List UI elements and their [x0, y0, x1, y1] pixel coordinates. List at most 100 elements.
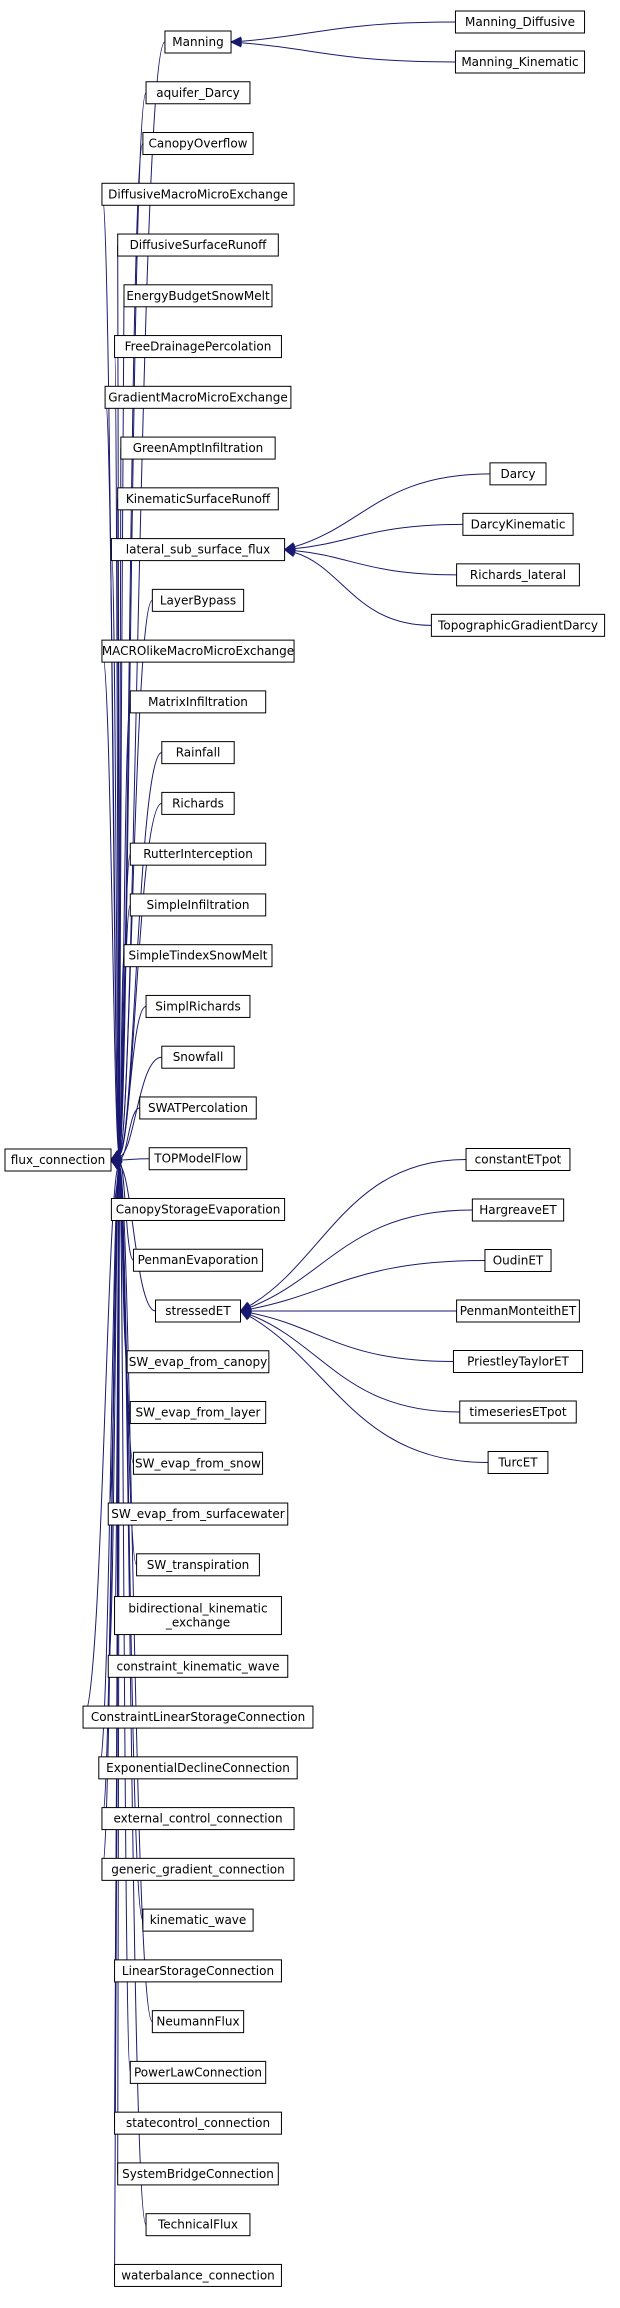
class-node-topmodelflow[interactable]: TOPModelFlow [148, 1147, 248, 1171]
class-node-matrixinfiltration[interactable]: MatrixInfiltration [129, 690, 267, 714]
class-node-layerbypass[interactable]: LayerBypass [151, 588, 245, 612]
class-node-simpletindexsnowmelt[interactable]: SimpleTindexSnowMelt [123, 944, 273, 968]
class-node-statecontrol-connection[interactable]: statecontrol_connection [114, 2111, 282, 2135]
class-box-exponentialdeclineconnection[interactable] [98, 1756, 298, 1780]
class-node-topographicgradientdarcy[interactable]: TopographicGradientDarcy [430, 613, 606, 637]
class-box-constraint-kinematic-wave[interactable] [107, 1654, 289, 1678]
class-node-bidirectional-kinematic-exchange[interactable]: bidirectional_kinematic_exchange [114, 1596, 282, 1636]
class-box-sw-transpiration[interactable] [136, 1553, 260, 1577]
class-box-swatpercolation[interactable] [139, 1096, 257, 1120]
class-box-canopystorageevaporation[interactable] [110, 1197, 286, 1221]
class-node-linearstorageconnection[interactable]: LinearStorageConnection [114, 1959, 282, 1983]
class-box-waterbalance-connection[interactable] [114, 2263, 282, 2287]
class-node-swatpercolation[interactable]: SWATPercolation [139, 1096, 257, 1120]
class-node-rainfall[interactable]: Rainfall [161, 741, 235, 765]
class-box-snowfall[interactable] [161, 1045, 235, 1069]
class-node-lateral-sub-surface-flux[interactable]: lateral_sub_surface_flux [110, 538, 286, 562]
class-node-stressedet[interactable]: stressedET [155, 1299, 241, 1323]
class-box-richards[interactable] [161, 791, 235, 815]
class-box-rutterinterception[interactable] [129, 842, 267, 866]
class-box-stressedet[interactable] [155, 1299, 241, 1323]
class-box-priestleytayloret[interactable] [452, 1350, 584, 1373]
class-box-diffusivemacromicroexchange[interactable] [101, 182, 295, 206]
class-box-neumannflux[interactable] [151, 2010, 245, 2034]
class-box-canopyoverflow[interactable] [142, 132, 254, 156]
class-box-greenamptinfiltration[interactable] [120, 436, 276, 460]
class-node-neumannflux[interactable]: NeumannFlux [151, 2010, 245, 2034]
class-node-external-control-connection[interactable]: external_control_connection [101, 1807, 295, 1831]
class-box-flux-connection[interactable] [4, 1148, 112, 1172]
class-node-simpleinfiltration[interactable]: SimpleInfiltration [129, 893, 267, 917]
class-box-matrixinfiltration[interactable] [129, 690, 267, 714]
class-node-kinematicsurfacerunoff[interactable]: KinematicSurfaceRunoff [117, 487, 279, 511]
class-node-rutterinterception[interactable]: RutterInterception [129, 842, 267, 866]
class-node-constraint-kinematic-wave[interactable]: constraint_kinematic_wave [107, 1654, 289, 1678]
class-box-timeseriesetpot[interactable] [459, 1400, 577, 1424]
class-node-gradientmacromicroexchange[interactable]: GradientMacroMicroExchange [104, 385, 292, 409]
class-node-hargreaveet[interactable]: HargreaveET [471, 1198, 565, 1222]
class-box-penmanmonteithet[interactable] [456, 1299, 580, 1323]
class-node-simplrichards[interactable]: SimplRichards [145, 994, 251, 1018]
class-node-sw-evap-from-surfacewater[interactable]: SW_evap_from_surfacewater [107, 1502, 289, 1526]
class-box-aquifer-darcy[interactable] [145, 81, 251, 105]
class-node-richards[interactable]: Richards [161, 791, 235, 815]
class-box-simpleinfiltration[interactable] [129, 893, 267, 917]
class-node-aquifer-darcy[interactable]: aquifer_Darcy [145, 81, 251, 105]
class-node-timeseriesetpot[interactable]: timeseriesETpot [459, 1400, 577, 1424]
class-node-technicalflux[interactable]: TechnicalFlux [145, 2213, 251, 2237]
class-node-macrolikemacromicroexchange[interactable]: MACROlikeMacroMicroExchange [101, 639, 295, 663]
class-box-penmanevaporation[interactable] [132, 1248, 264, 1272]
class-box-manning[interactable] [164, 30, 232, 54]
class-box-manning-kinematic[interactable] [454, 50, 586, 74]
class-node-manning[interactable]: Manning [164, 30, 232, 54]
class-node-powerlawconnection[interactable]: PowerLawConnection [129, 2060, 267, 2084]
class-box-constantetpot[interactable] [465, 1148, 571, 1171]
class-node-energybudgetsnowmelt[interactable]: EnergyBudgetSnowMelt [123, 284, 273, 308]
class-box-darcy[interactable] [489, 462, 547, 486]
class-node-snowfall[interactable]: Snowfall [161, 1045, 235, 1069]
class-box-sw-evap-from-snow[interactable] [132, 1451, 264, 1475]
class-box-lateral-sub-surface-flux[interactable] [110, 538, 286, 562]
class-box-oudinet[interactable] [484, 1249, 552, 1272]
class-box-hargreaveet[interactable] [471, 1198, 565, 1222]
class-box-powerlawconnection[interactable] [129, 2060, 267, 2084]
class-box-sw-evap-from-surfacewater[interactable] [107, 1502, 289, 1526]
class-box-technicalflux[interactable] [145, 2213, 251, 2237]
class-node-constantetpot[interactable]: constantETpot [465, 1148, 571, 1171]
class-box-sw-evap-from-layer[interactable] [129, 1401, 267, 1425]
class-box-darcykinematic[interactable] [462, 512, 574, 536]
class-node-sw-evap-from-canopy[interactable]: SW_evap_from_canopy [126, 1350, 270, 1374]
class-node-manning-kinematic[interactable]: Manning_Kinematic [454, 50, 586, 74]
class-node-freedrainagepercolation[interactable]: FreeDrainagePercolation [114, 335, 282, 359]
class-box-simplrichards[interactable] [145, 994, 251, 1018]
class-box-sw-evap-from-canopy[interactable] [126, 1350, 270, 1374]
class-node-diffusivesurfacerunoff[interactable]: DiffusiveSurfaceRunoff [117, 233, 279, 257]
class-node-darcykinematic[interactable]: DarcyKinematic [462, 512, 574, 536]
class-node-diffusivemacromicroexchange[interactable]: DiffusiveMacroMicroExchange [101, 182, 295, 206]
class-box-turcet[interactable] [487, 1451, 549, 1474]
class-node-systembridgeconnection[interactable]: SystemBridgeConnection [117, 2162, 279, 2186]
class-box-diffusivesurfacerunoff[interactable] [117, 233, 279, 257]
class-box-energybudgetsnowmelt[interactable] [123, 284, 273, 308]
class-box-manning-diffusive[interactable] [454, 10, 586, 34]
class-node-priestleytayloret[interactable]: PriestleyTaylorET [452, 1350, 584, 1373]
class-box-systembridgeconnection[interactable] [117, 2162, 279, 2186]
class-node-penmanmonteithet[interactable]: PenmanMonteithET [456, 1299, 580, 1323]
class-node-greenamptinfiltration[interactable]: GreenAmptInfiltration [120, 436, 276, 460]
class-node-constraintlinearstorageconnection[interactable]: ConstraintLinearStorageConnection [82, 1705, 314, 1729]
class-node-sw-transpiration[interactable]: SW_transpiration [136, 1553, 260, 1577]
class-box-simpletindexsnowmelt[interactable] [123, 944, 273, 968]
class-box-gradientmacromicroexchange[interactable] [104, 385, 292, 409]
class-node-penmanevaporation[interactable]: PenmanEvaporation [132, 1248, 264, 1272]
class-box-kinematicsurfacerunoff[interactable] [117, 487, 279, 511]
class-box-topographicgradientdarcy[interactable] [430, 613, 606, 637]
class-node-darcy[interactable]: Darcy [489, 462, 547, 486]
class-box-generic-gradient-connection[interactable] [101, 1857, 295, 1881]
class-node-turcet[interactable]: TurcET [487, 1451, 549, 1474]
class-box-macrolikemacromicroexchange[interactable] [101, 639, 295, 663]
class-node-manning-diffusive[interactable]: Manning_Diffusive [454, 10, 586, 34]
class-box-freedrainagepercolation[interactable] [114, 335, 282, 359]
class-box-statecontrol-connection[interactable] [114, 2111, 282, 2135]
class-box-richards-lateral[interactable] [456, 563, 580, 587]
class-node-waterbalance-connection[interactable]: waterbalance_connection [114, 2263, 282, 2287]
